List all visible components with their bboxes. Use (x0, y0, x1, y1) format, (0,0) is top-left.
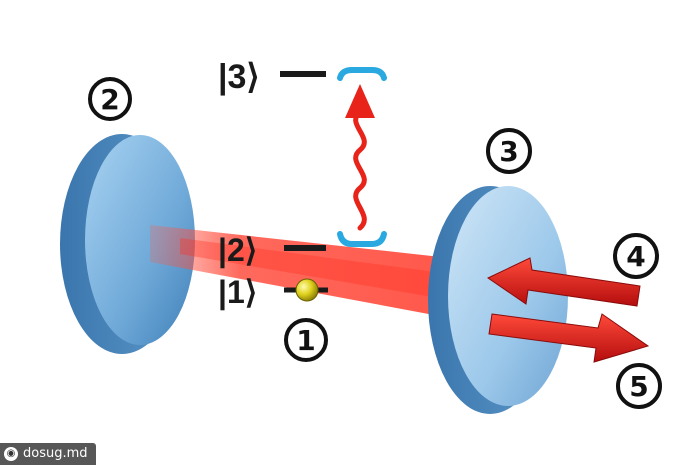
marker-1: 1 (284, 318, 328, 362)
level2-label: |2⟩ (218, 232, 257, 268)
svg-text:5: 5 (629, 370, 648, 403)
svg-text:2: 2 (100, 83, 119, 116)
marker-3: 3 (486, 128, 532, 174)
cavity-bracket-bottom (337, 231, 387, 247)
svg-text:3: 3 (499, 135, 518, 168)
arrow-4 (487, 257, 641, 307)
watermark-text: dosug.md (23, 446, 88, 461)
level3-label: |3⟩ (218, 58, 260, 96)
atom (295, 278, 319, 302)
svg-text:1: 1 (296, 324, 315, 357)
camera-icon: ◉ (4, 447, 18, 461)
marker-2: 2 (88, 77, 132, 121)
photon-arrow (345, 84, 375, 231)
level1-label: |1⟩ (218, 274, 257, 310)
cavity-bracket-top (337, 67, 387, 81)
marker-5: 5 (616, 363, 662, 409)
marker-4: 4 (613, 233, 659, 279)
watermark: ◉ dosug.md (0, 443, 96, 465)
left-mirror (60, 134, 195, 354)
right-mirror (428, 186, 568, 414)
arrow-5 (488, 313, 650, 363)
laser-beam (150, 225, 450, 318)
svg-text:4: 4 (626, 240, 645, 273)
